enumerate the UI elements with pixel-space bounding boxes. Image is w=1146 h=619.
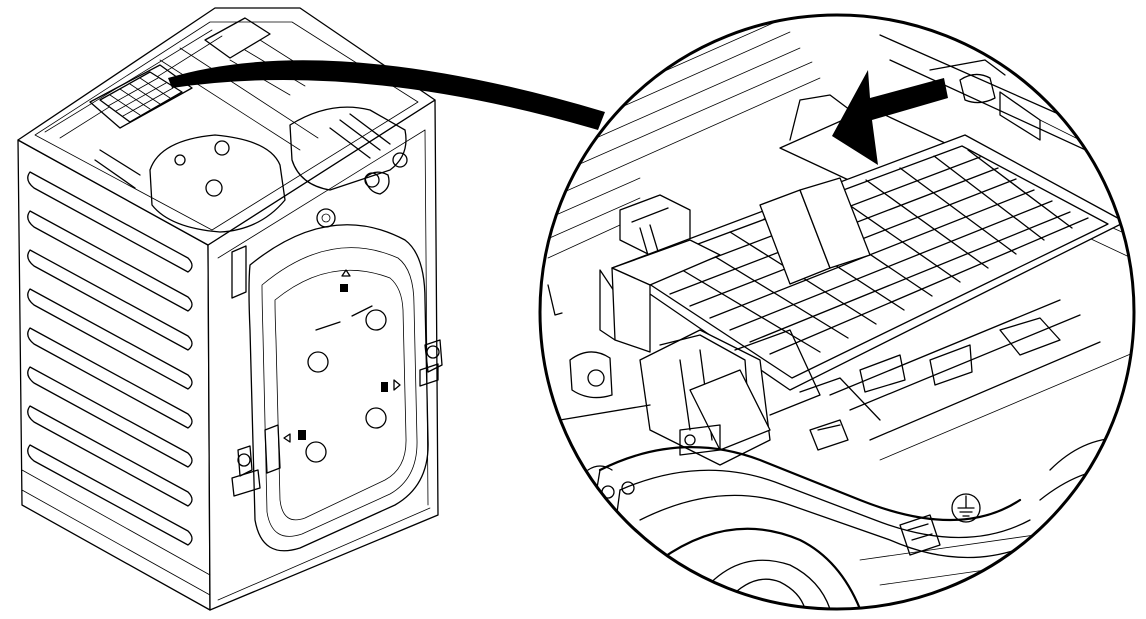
detail-magnifier-icon: [538, 13, 1136, 611]
washer-rear-view-icon: [17, 7, 443, 611]
washer-side-ribs: [21, 171, 211, 596]
washer-lint-filter: [99, 71, 183, 123]
removal-direction-arrow-icon: [832, 70, 948, 165]
washer-tub-plate: [248, 224, 429, 552]
filter-frame-inner: [627, 145, 1109, 379]
ground-symbol-icon: [951, 493, 981, 523]
lint-filter-icon: [611, 134, 1126, 391]
callout-pointer-icon: [168, 60, 605, 130]
